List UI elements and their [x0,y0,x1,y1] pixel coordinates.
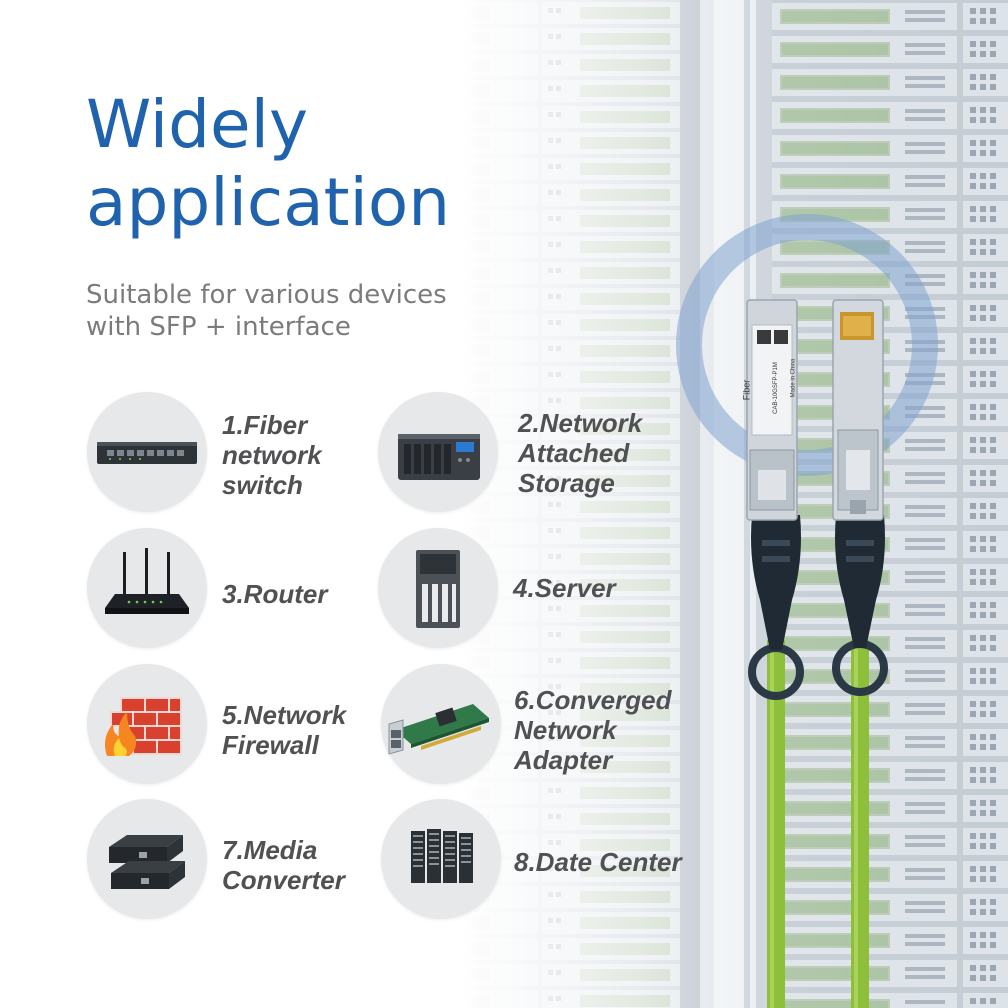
switch-icon-circle [87,392,207,512]
page-title: Widely application [86,86,450,242]
device-label-adapter: 6.Converged Network Adapter [514,685,672,775]
device-label-firewall: 5.Network Firewall [222,700,347,760]
network-adapter-icon [388,704,489,755]
module-brand: Fiber [741,379,752,401]
router-icon-circle [87,528,207,648]
device-label-nas: 2.Network Attached Storage [518,408,643,498]
adapter-icon-circle [381,664,501,784]
module-part-number: CAB-10GSFP-P1M [772,362,779,414]
nas-icon-circle [378,392,498,512]
device-label-router: 3.Router [222,579,328,609]
media-converter-icon-circle [87,799,207,919]
device-label-media-converter: 7.Media Converter [222,835,345,895]
subtitle-line-2: with SFP + interface [86,312,351,342]
router-icon [105,548,189,614]
data-center-icon-circle [381,799,501,919]
device-label-server: 4.Server [513,573,616,603]
title-line-1: Widely [86,86,309,163]
firewall-icon [105,697,182,756]
sfp-module-label: Fiber CAB-10GSFP-P1M Made in China [741,345,796,435]
title-line-2: application [86,164,451,241]
media-converter-icon [109,835,185,889]
page-subtitle: Suitable for various devices with SFP + … [86,279,447,343]
firewall-icon-circle [87,664,207,784]
device-label-data-center: 8.Date Center [514,847,682,877]
server-tower-icon [416,550,460,628]
nas-storage-icon [398,434,480,480]
module-origin: Made in China [790,358,797,398]
data-center-icon [411,829,473,883]
subtitle-line-1: Suitable for various devices [86,280,447,310]
device-label-fiber-switch: 1.Fiber network switch [222,410,322,500]
network-switch-icon [97,442,197,464]
server-icon-circle [378,528,498,648]
